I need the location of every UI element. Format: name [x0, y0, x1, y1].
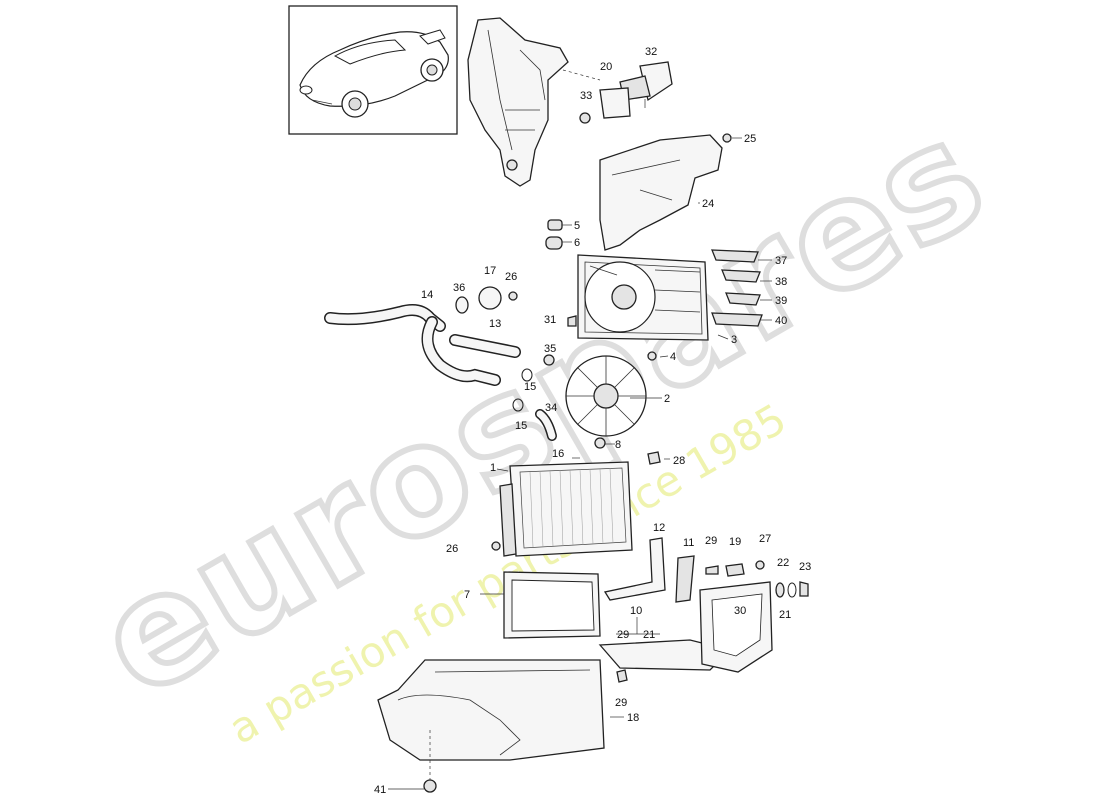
callout-11: 11: [683, 537, 694, 549]
callout-7: 7: [464, 589, 470, 601]
callout-19: 19: [729, 536, 741, 548]
callout-22: 22: [777, 557, 789, 569]
coolant-hoses: [324, 286, 557, 441]
leader-lines: [388, 99, 772, 790]
callout-33: 33: [580, 90, 592, 102]
callout-20: 20: [600, 61, 612, 73]
callout-30: 30: [734, 605, 746, 617]
callout-38: 38: [775, 276, 787, 288]
callout-16: 16: [552, 448, 564, 460]
callout-28: 28: [673, 455, 685, 467]
callout-3: 3: [731, 334, 737, 346]
radiator-frame: [503, 571, 601, 639]
callout-41: 41: [374, 784, 386, 796]
callout-18: 18: [627, 712, 639, 724]
callout-1: 1: [490, 462, 496, 474]
callout-26a: 26: [505, 271, 517, 283]
callout-8: 8: [615, 439, 621, 451]
callout-23: 23: [799, 561, 811, 573]
underbody-panel: [377, 659, 605, 793]
air-guide-assembly: [598, 537, 809, 683]
callout-12: 12: [653, 522, 665, 534]
callout-32: 32: [645, 46, 657, 58]
callout-39: 39: [775, 295, 787, 307]
callout-17: 17: [484, 265, 496, 277]
callout-labels: 1 2 3 4 5 6 7 8 10 11 12 13 14 15 15 16 …: [374, 46, 811, 796]
sensor-assembly: [562, 61, 673, 124]
callout-21a: 21: [643, 629, 655, 641]
callout-13: 13: [489, 318, 501, 330]
callout-26b: 26: [446, 543, 458, 555]
callout-2: 2: [664, 393, 670, 405]
fan-shroud: [567, 254, 709, 341]
callout-29b: 29: [617, 629, 629, 641]
callout-4: 4: [670, 351, 676, 363]
callout-15b: 15: [515, 420, 527, 432]
car-thumbnail: [288, 5, 458, 135]
callout-14: 14: [421, 289, 433, 301]
callout-6: 6: [574, 237, 580, 249]
callout-37: 37: [775, 255, 787, 267]
seal-strips: [711, 249, 763, 327]
front-crossmember: [467, 17, 569, 187]
callout-34: 34: [545, 402, 557, 414]
callout-35: 35: [544, 343, 556, 355]
callout-10: 10: [630, 605, 642, 617]
air-duct: [599, 133, 732, 251]
callout-29c: 29: [615, 697, 627, 709]
callout-25: 25: [744, 133, 756, 145]
callout-27: 27: [759, 533, 771, 545]
callout-29a: 29: [705, 535, 717, 547]
callout-15a: 15: [524, 381, 536, 393]
callout-40: 40: [775, 315, 787, 327]
callout-24: 24: [702, 198, 714, 210]
callout-21b: 21: [779, 609, 791, 621]
callout-36: 36: [453, 282, 465, 294]
radiator: [491, 461, 633, 557]
clips-5-6: [545, 219, 563, 250]
callout-31: 31: [544, 314, 556, 326]
callout-5: 5: [574, 220, 580, 232]
radiator-fan: [565, 351, 661, 465]
